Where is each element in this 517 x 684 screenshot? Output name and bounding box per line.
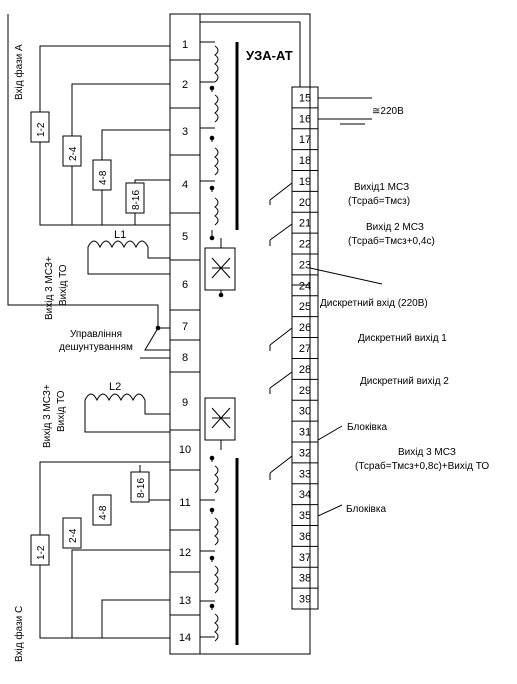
shunt-control-line1: Управління: [70, 329, 122, 340]
left-terminal-3: 3: [182, 126, 188, 138]
left-terminal-13: 13: [179, 595, 191, 607]
right-terminal-17: 17: [299, 134, 311, 146]
right-terminal-28: 28: [299, 364, 311, 376]
output1-line2: (Тсраб=Тмсз): [348, 195, 410, 207]
discrete-output2-label: Дискретний вихід 2: [360, 376, 449, 387]
left-terminal-1: 1: [182, 39, 188, 51]
right-terminal-26: 26: [299, 322, 311, 334]
right-terminal-35: 35: [299, 510, 311, 522]
right-terminal-19: 19: [299, 176, 311, 188]
output3-label-upper-line2: Вихід ТО: [58, 264, 69, 306]
output2-line2: (Тсраб=Тмсз+0,4с): [348, 235, 435, 247]
output3-label-lower-line1: Вихід 3 МСЗ+: [42, 384, 53, 448]
tap-label-c-1-2: 1-2: [36, 545, 47, 560]
coil-l1-label: L1: [114, 229, 126, 241]
right-terminal-34: 34: [299, 489, 311, 501]
power-label: ≅220В: [372, 106, 404, 117]
tap-label-c-2-4: 2-4: [68, 528, 79, 543]
device-title: УЗА-АТ: [246, 48, 293, 63]
block1-label: Блоківка: [347, 422, 387, 433]
shunt-control-line2: дешунтуванням: [59, 342, 133, 353]
right-terminal-24: 24: [299, 280, 311, 292]
output3-right-line1: Вихід 3 МСЗ: [398, 447, 456, 458]
right-terminal-39: 39: [299, 594, 311, 606]
right-terminal-27: 27: [299, 343, 311, 355]
device-frame: [169, 13, 311, 655]
discrete-output1-label: Дискретний вихід 1: [358, 333, 447, 344]
output3-label-lower-line2: Вихід ТО: [56, 390, 67, 432]
right-terminal-32: 32: [299, 447, 311, 459]
tap-label-a-2-4: 2-4: [68, 146, 79, 161]
left-terminal-6: 6: [182, 279, 188, 291]
left-terminal-7: 7: [182, 321, 188, 333]
tap-label-a-8-16: 8-16: [131, 190, 142, 210]
right-terminal-36: 36: [299, 531, 311, 543]
left-terminal-5: 5: [182, 231, 188, 243]
right-terminal-37: 37: [299, 552, 311, 564]
right-terminal-22: 22: [299, 239, 311, 251]
output2-line1: Вихід 2 МСЗ: [366, 222, 424, 233]
right-terminal-31: 31: [299, 427, 311, 439]
right-terminal-strip: [291, 86, 319, 610]
left-terminal-10: 10: [179, 444, 191, 456]
right-terminal-25: 25: [299, 301, 311, 313]
right-terminal-16: 16: [299, 113, 311, 125]
right-terminal-29: 29: [299, 385, 311, 397]
tap-label-c-4-8: 4-8: [98, 505, 109, 520]
output3-right-line2: (Тсраб=Тмсз+0,8с)+Вихід ТО: [355, 460, 489, 472]
right-terminal-18: 18: [299, 155, 311, 167]
left-terminal-12: 12: [179, 547, 191, 559]
right-terminal-38: 38: [299, 573, 311, 585]
output3-label-upper-line1: Вихід 3 МСЗ+: [44, 256, 55, 320]
right-terminal-33: 33: [299, 468, 311, 480]
left-terminal-11: 11: [179, 497, 190, 509]
tap-label-a-1-2: 1-2: [36, 122, 47, 137]
phase-c-label: Вхід фази С: [13, 606, 25, 662]
right-terminal-23: 23: [299, 259, 311, 271]
phase-a-label: Вхід фази А: [13, 44, 25, 100]
output1-line1: Вихід1 МСЗ: [354, 182, 409, 193]
right-terminal-30: 30: [299, 406, 311, 418]
left-terminal-9: 9: [182, 397, 188, 409]
left-terminal-2: 2: [182, 79, 188, 91]
right-terminal-15: 15: [299, 92, 311, 104]
right-terminal-20: 20: [299, 197, 311, 209]
tap-label-a-4-8: 4-8: [98, 170, 109, 185]
block2-label: Блоківка: [346, 504, 386, 515]
right-terminal-21: 21: [299, 218, 311, 230]
coil-l2-label: L2: [109, 381, 121, 393]
discrete-input-label: Дискретний вхід (220В): [320, 298, 428, 309]
left-terminal-14: 14: [179, 632, 191, 644]
left-terminal-8: 8: [182, 352, 188, 364]
tap-label-c-8-16: 8-16: [136, 478, 147, 498]
left-terminal-4: 4: [182, 179, 188, 191]
